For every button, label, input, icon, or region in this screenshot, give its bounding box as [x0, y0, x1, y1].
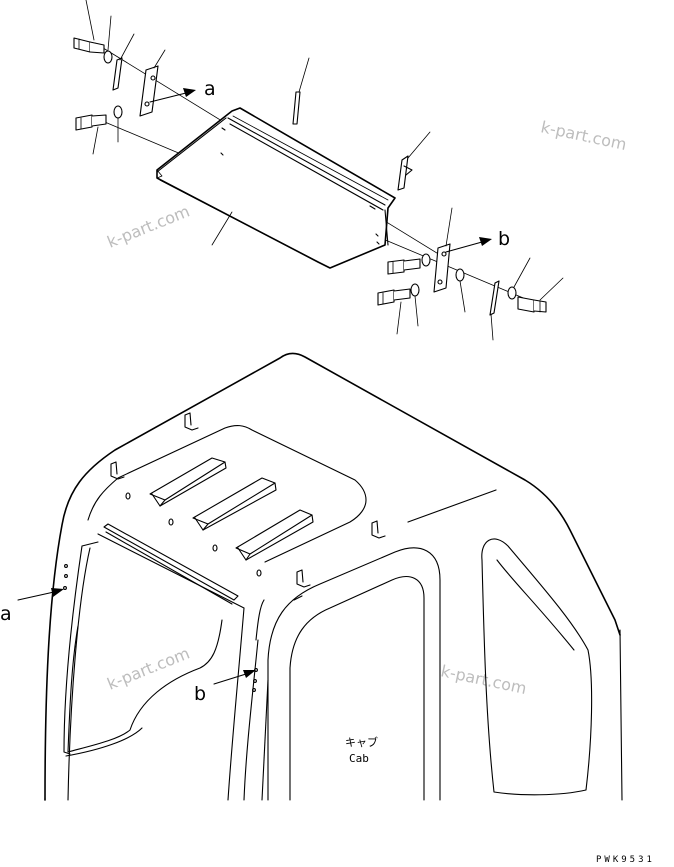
washer-lower-left	[113, 105, 123, 119]
leader-clip-right-upper	[407, 131, 431, 159]
callout-group-a-lower: a	[0, 588, 64, 625]
roof-rib-1	[149, 457, 227, 507]
rear-window-inner	[496, 559, 575, 651]
bracket-right-thin	[489, 280, 500, 316]
callout-b-lower: b	[194, 683, 206, 705]
leader-bolt-upper-left	[85, 0, 95, 41]
door-pillar-outer	[227, 607, 245, 801]
leader-bracket-left-hinge	[153, 49, 166, 69]
cab-outer-shell	[44, 352, 621, 801]
leader-bolt-lower-left	[92, 126, 99, 155]
bolt-far-right	[517, 296, 547, 313]
front-roof-edge	[97, 533, 245, 609]
cab-label-en: Cab	[349, 752, 369, 765]
leader-bracket-right-hinge	[445, 207, 453, 247]
cab-body	[44, 352, 623, 801]
leader-bracket-left-thin	[119, 33, 135, 61]
callout-a-lower: a	[0, 603, 12, 625]
arrow-a-head	[183, 88, 196, 97]
leader-visor-panel	[211, 211, 233, 246]
leader-washer-right-2	[414, 295, 419, 327]
roof-rib-3	[235, 509, 314, 561]
sun-visor-panel	[156, 107, 396, 269]
arrow-a-shaft	[149, 92, 187, 103]
washer-upper-left	[103, 50, 113, 64]
pillar-holes-a	[63, 564, 68, 590]
left-pillar-outer	[67, 547, 91, 801]
washer-right-1	[421, 253, 431, 267]
cab-label-jp: キャブ	[345, 735, 378, 749]
left-window-frame	[67, 619, 223, 753]
roof-panel	[87, 425, 367, 563]
roof-stud-2	[110, 461, 125, 480]
cab-right-edge	[619, 629, 623, 801]
roof-rib-2	[192, 477, 277, 531]
arrow-b-head	[479, 237, 492, 246]
watermark-4: k-part.com	[439, 661, 528, 698]
roof-small-mark	[293, 595, 303, 601]
washer-right-3	[455, 268, 465, 282]
callout-a-upper: a	[204, 78, 216, 100]
roof-stud-4	[296, 569, 311, 588]
washer-right-4	[507, 286, 517, 300]
roof-stud-3	[371, 520, 386, 539]
side-door-inner	[289, 576, 425, 801]
callout-group-b-lower: b	[194, 670, 256, 705]
bracket-left-hinge	[139, 65, 159, 117]
watermark-3: k-part.com	[104, 643, 192, 693]
washer-right-2	[410, 283, 420, 297]
leader-washer-upper-left	[107, 15, 112, 51]
leader-pin-center	[298, 57, 310, 93]
roof-holes	[125, 492, 262, 577]
visor-rail	[103, 523, 239, 601]
arrow-b-lower-shaft	[213, 673, 247, 685]
arrow-b-lower-head	[243, 670, 256, 678]
visor-assembly: a	[73, 0, 564, 341]
left-window-bottom	[65, 727, 143, 757]
leader-washer-right-4	[513, 257, 531, 288]
drawing-code: PWK9531	[596, 855, 655, 865]
rear-window	[481, 538, 593, 796]
leader-bolt-lower-right	[396, 301, 402, 335]
pin-center	[292, 91, 301, 125]
bracket-left-thin	[112, 57, 123, 91]
door-pillar-edge	[261, 679, 269, 801]
arrow-a-lower-head	[51, 588, 64, 597]
roof-stud-1	[184, 412, 199, 431]
bolt-lower-right	[377, 288, 411, 306]
side-door-frame	[267, 547, 441, 801]
leader-washer-right-3	[459, 280, 466, 313]
arrow-b-shaft	[445, 241, 483, 253]
bolt-upper-right	[387, 258, 421, 275]
watermark-1: k-part.com	[539, 117, 628, 154]
leader-bracket-right-thin	[490, 313, 494, 341]
left-pillar-inner	[63, 541, 99, 755]
arrow-a-lower-shaft	[17, 591, 55, 601]
door-pillar-inner	[243, 639, 259, 801]
clip-right-upper	[397, 155, 409, 191]
door-pillar-front	[255, 599, 265, 641]
bolt-lower-left	[75, 114, 107, 131]
roof-side-line	[407, 489, 497, 523]
leader-bolt-far-right	[539, 277, 564, 301]
callout-b-upper: b	[498, 228, 510, 250]
bolt-upper-left	[73, 37, 105, 54]
watermark-2: k-part.com	[104, 201, 192, 251]
